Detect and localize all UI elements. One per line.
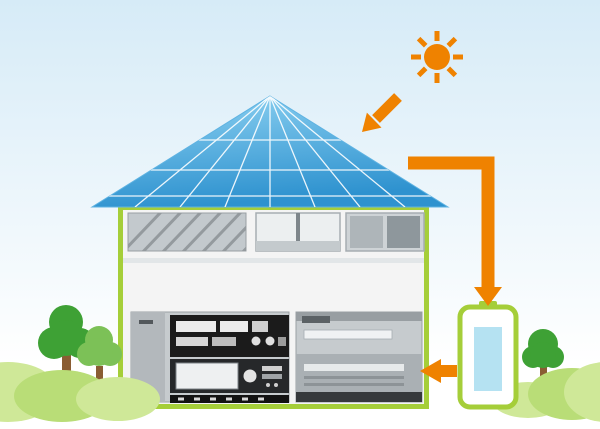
dishwasher-unit	[295, 311, 423, 403]
vent-line	[304, 376, 404, 379]
bushes-left	[0, 362, 160, 422]
dishwasher-handle	[302, 316, 330, 323]
dishwasher-slot	[303, 329, 393, 340]
strip-button	[178, 397, 184, 401]
tree-left-small	[77, 326, 122, 406]
sun-ray	[446, 36, 458, 48]
arrow-shaft	[372, 93, 402, 123]
solar-panel-roof	[90, 95, 450, 208]
tree-right	[522, 329, 564, 406]
strip-button	[258, 397, 264, 401]
bushes-right	[492, 362, 600, 422]
hatch-line	[128, 213, 163, 249]
microwave-window	[175, 362, 239, 390]
tree-canopy	[522, 329, 564, 368]
tree-canopy	[77, 326, 122, 366]
display-slot	[212, 337, 236, 346]
window-sash	[256, 241, 340, 251]
kitchen-appliances	[130, 311, 423, 403]
house	[118, 205, 429, 409]
bush	[564, 362, 600, 422]
grid-line	[269, 96, 316, 207]
grid-line	[179, 96, 271, 207]
sun-ray	[446, 66, 458, 78]
grid-line	[134, 96, 271, 207]
window-right	[345, 212, 425, 252]
grid-line	[224, 96, 271, 207]
panel-button	[278, 337, 286, 346]
sun-icon	[411, 31, 463, 83]
grid-line	[269, 96, 406, 207]
arrow-sun-to-roof	[362, 93, 402, 132]
dishwasher-base	[296, 392, 422, 402]
dishwasher-top-strip	[296, 312, 422, 321]
canopy-blob	[85, 338, 113, 366]
microwave-dot	[266, 383, 270, 387]
sun-ray	[416, 66, 428, 78]
energy-flow-arrows	[362, 93, 502, 383]
arrow-head	[362, 112, 382, 132]
hatch-line	[201, 213, 243, 251]
display-slot	[220, 321, 248, 332]
hatch-line	[181, 213, 223, 251]
tree-canopy	[38, 305, 95, 359]
panel-knob	[251, 336, 261, 346]
sun-ray	[416, 36, 428, 48]
display-slot	[252, 321, 268, 332]
microwave-knob	[243, 369, 257, 383]
vent-line	[304, 383, 404, 386]
strip-button	[194, 397, 200, 401]
cabinet-handle	[139, 320, 153, 324]
floor-divider	[123, 258, 424, 263]
hatch-line	[241, 246, 246, 251]
arrow-battery-to-house	[420, 359, 457, 383]
window-left	[255, 212, 341, 252]
window-mullion	[296, 213, 300, 251]
strip-button	[226, 397, 232, 401]
microwave-dot	[274, 383, 278, 387]
arrow-shaft	[408, 156, 495, 288]
bush	[76, 377, 160, 421]
grid-line	[269, 96, 361, 207]
oven-microwave-unit	[130, 311, 290, 403]
arrow-head	[420, 359, 441, 383]
window-pane-dark	[387, 216, 420, 248]
panel-knob	[265, 336, 275, 346]
upper-floor	[127, 212, 425, 252]
sun-disc	[424, 44, 450, 70]
display-slot	[176, 321, 216, 332]
microwave-button	[262, 366, 282, 371]
strip-button	[242, 397, 248, 401]
canopy-blob	[530, 342, 556, 368]
hatch-line	[221, 225, 246, 251]
canopy-blob	[48, 320, 84, 356]
window-pane	[350, 216, 383, 248]
arrow-head	[474, 287, 502, 306]
louver-vent	[127, 212, 247, 252]
display-slot	[176, 337, 208, 346]
strip-button	[210, 397, 216, 401]
microwave-button	[262, 374, 282, 379]
louver-hatch-lines	[128, 213, 246, 251]
sun-rays	[411, 31, 463, 83]
dishwasher-lower	[296, 354, 422, 392]
storage-battery	[457, 301, 519, 410]
arrow-roof-to-battery	[408, 156, 502, 306]
hatch-line	[141, 213, 183, 251]
battery-charge-level	[474, 327, 502, 391]
dishwasher-slot-lower	[304, 364, 404, 371]
hatch-line	[161, 213, 203, 251]
